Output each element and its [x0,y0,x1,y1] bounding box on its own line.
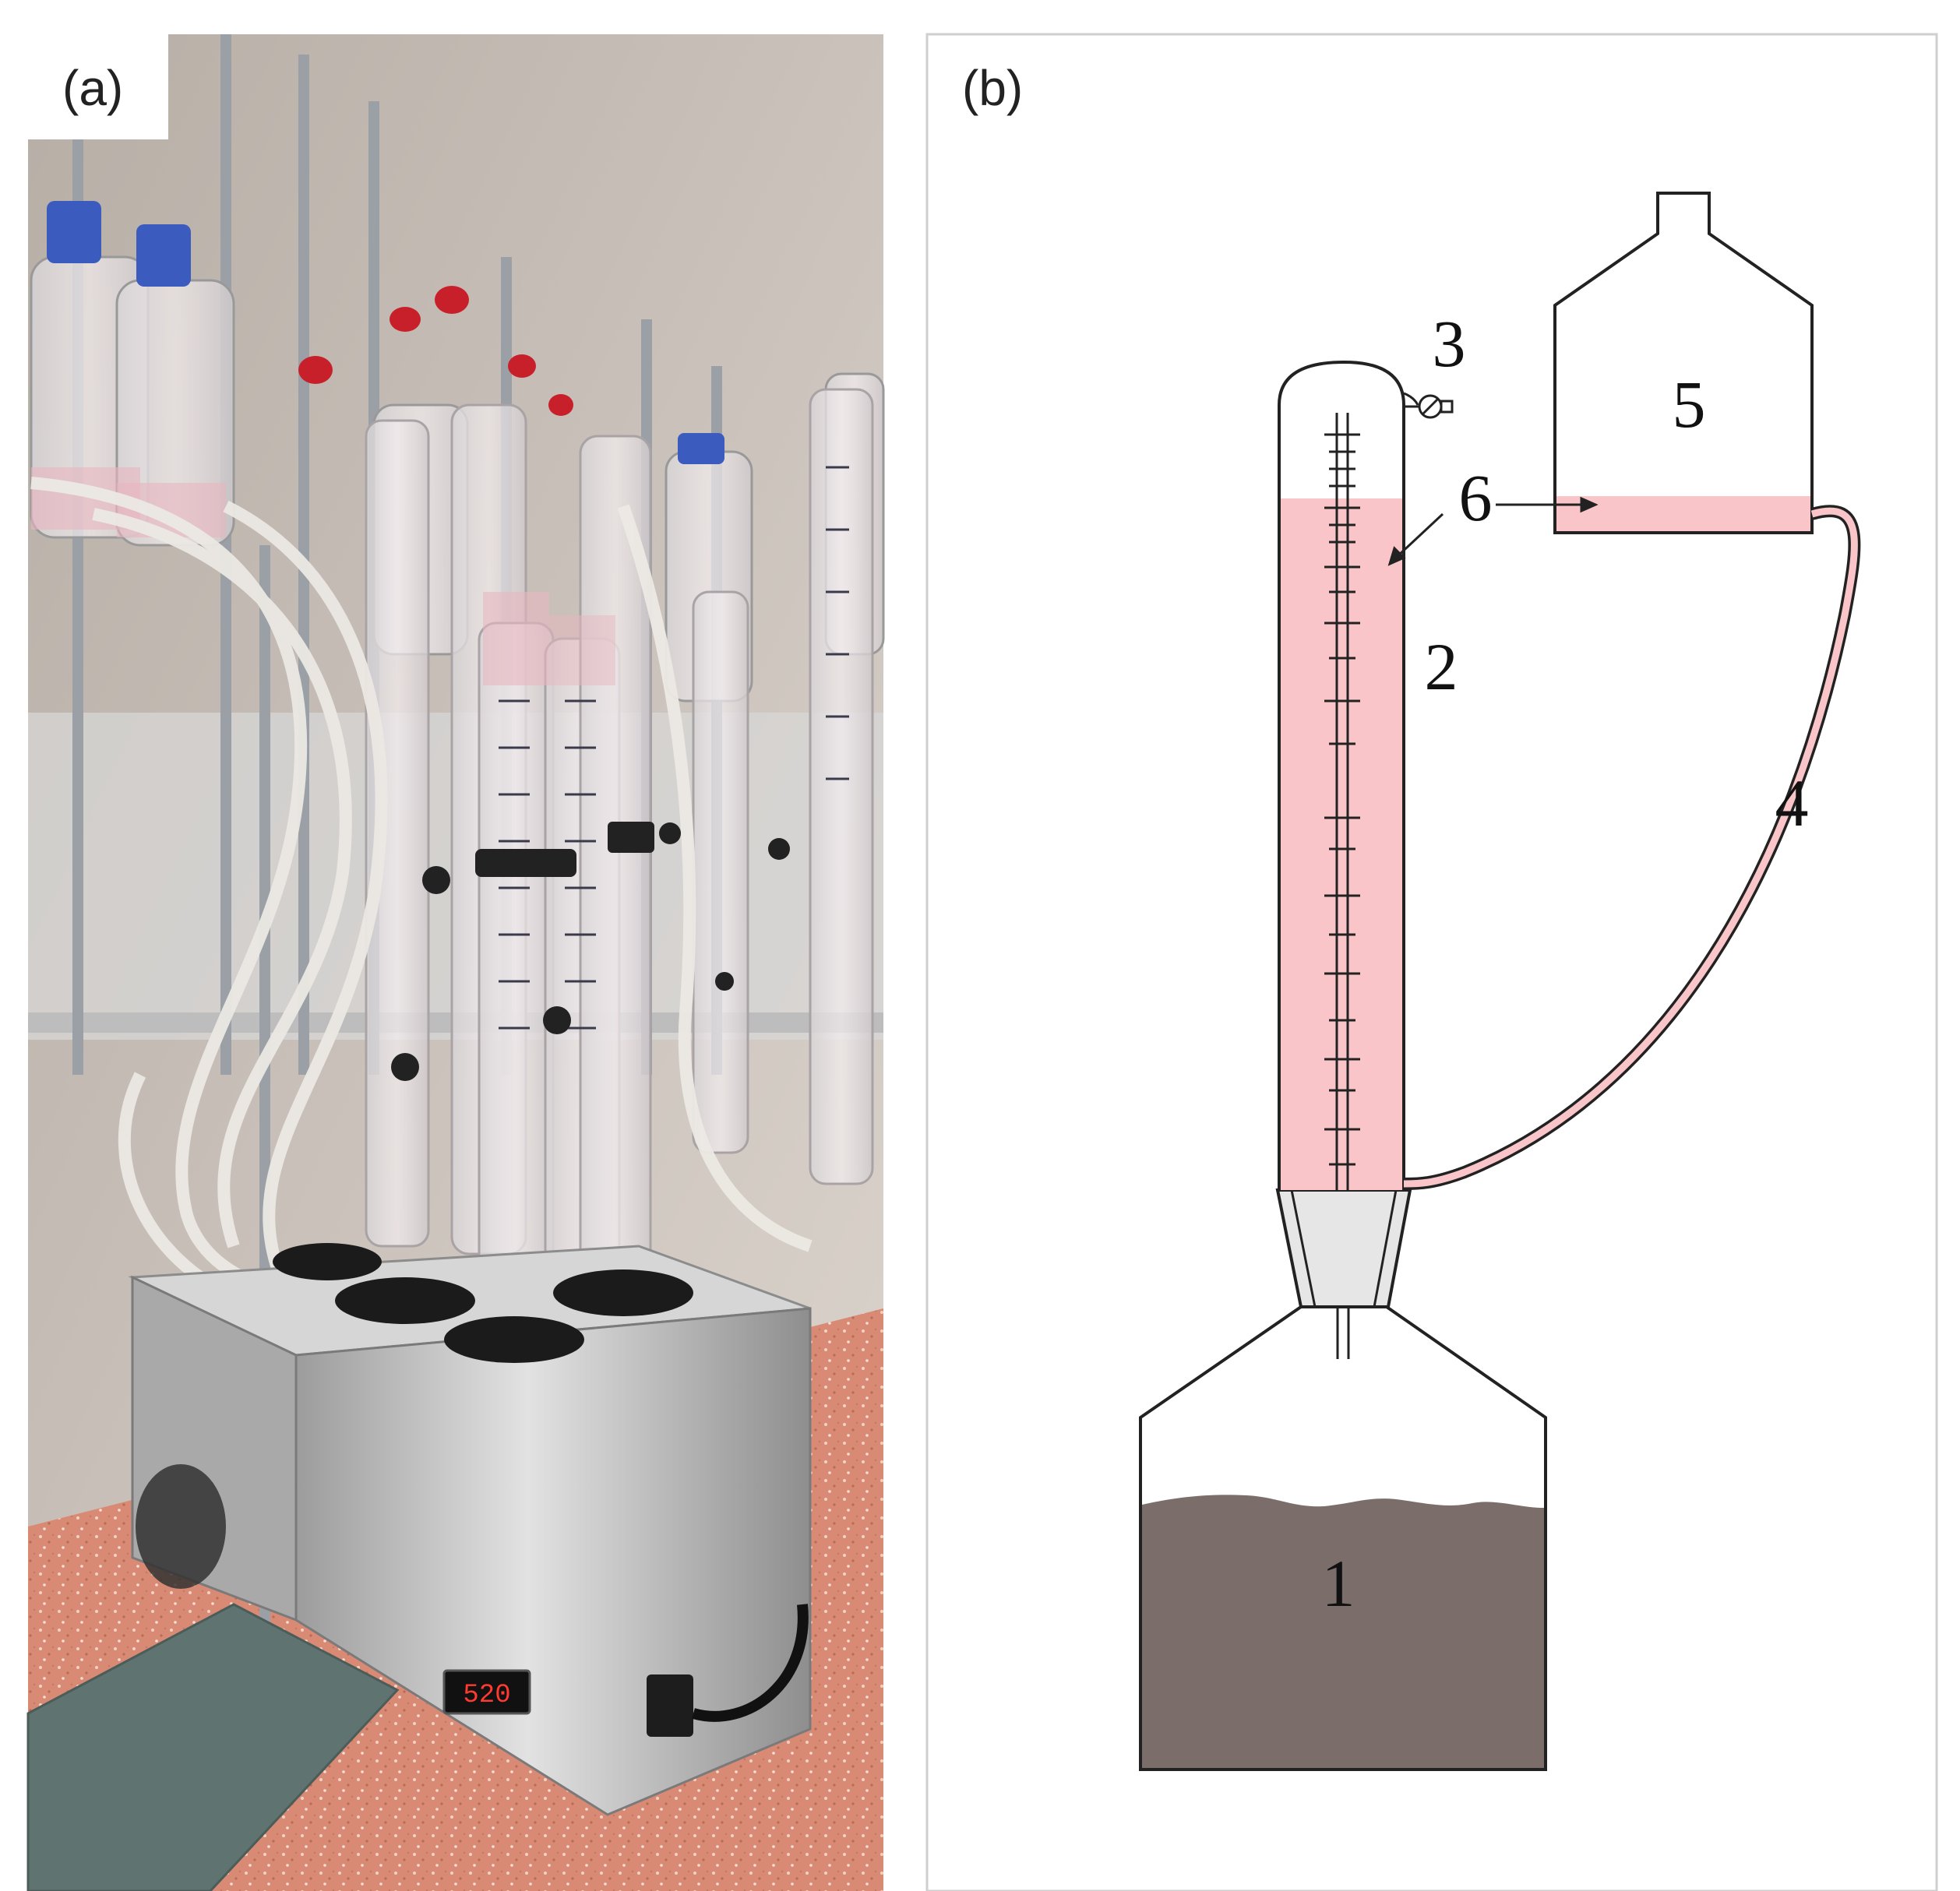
callout-1: 1 [1322,1546,1355,1621]
graduation-ticks [1324,433,1360,1166]
column-solution [1281,498,1402,1190]
callout-6: 6 [1459,460,1493,535]
rubber-stopper [1275,1188,1412,1308]
panel-b-schematic: (b) [925,33,1938,1891]
reservoir-solution [1556,496,1810,531]
panel-b-label: (b) [962,60,1023,116]
panel-a-label-box [28,34,168,139]
callout-arrows [1387,496,1599,566]
clamps [391,822,790,1081]
callout-5: 5 [1673,367,1706,442]
water-bath: 520 [128,1243,812,1816]
callout-3: 3 [1433,306,1466,381]
reservoir-bottle [1553,192,1814,534]
soil-sample [1142,1495,1544,1768]
panel-a-photo: 520 (a) [26,34,885,1891]
red-stopcocks [298,286,573,416]
panel-a-label: (a) [62,60,123,116]
graduated-column [1278,360,1419,1190]
stand-base [26,1603,400,1891]
callout-4: 4 [1775,766,1809,840]
soil-container [1139,1305,1547,1771]
callout-2: 2 [1425,629,1458,704]
air-valve [1404,394,1454,419]
connecting-tube [1403,507,1858,1188]
temperature-readout: 520 [463,1681,510,1710]
temperature-display [442,1669,531,1715]
